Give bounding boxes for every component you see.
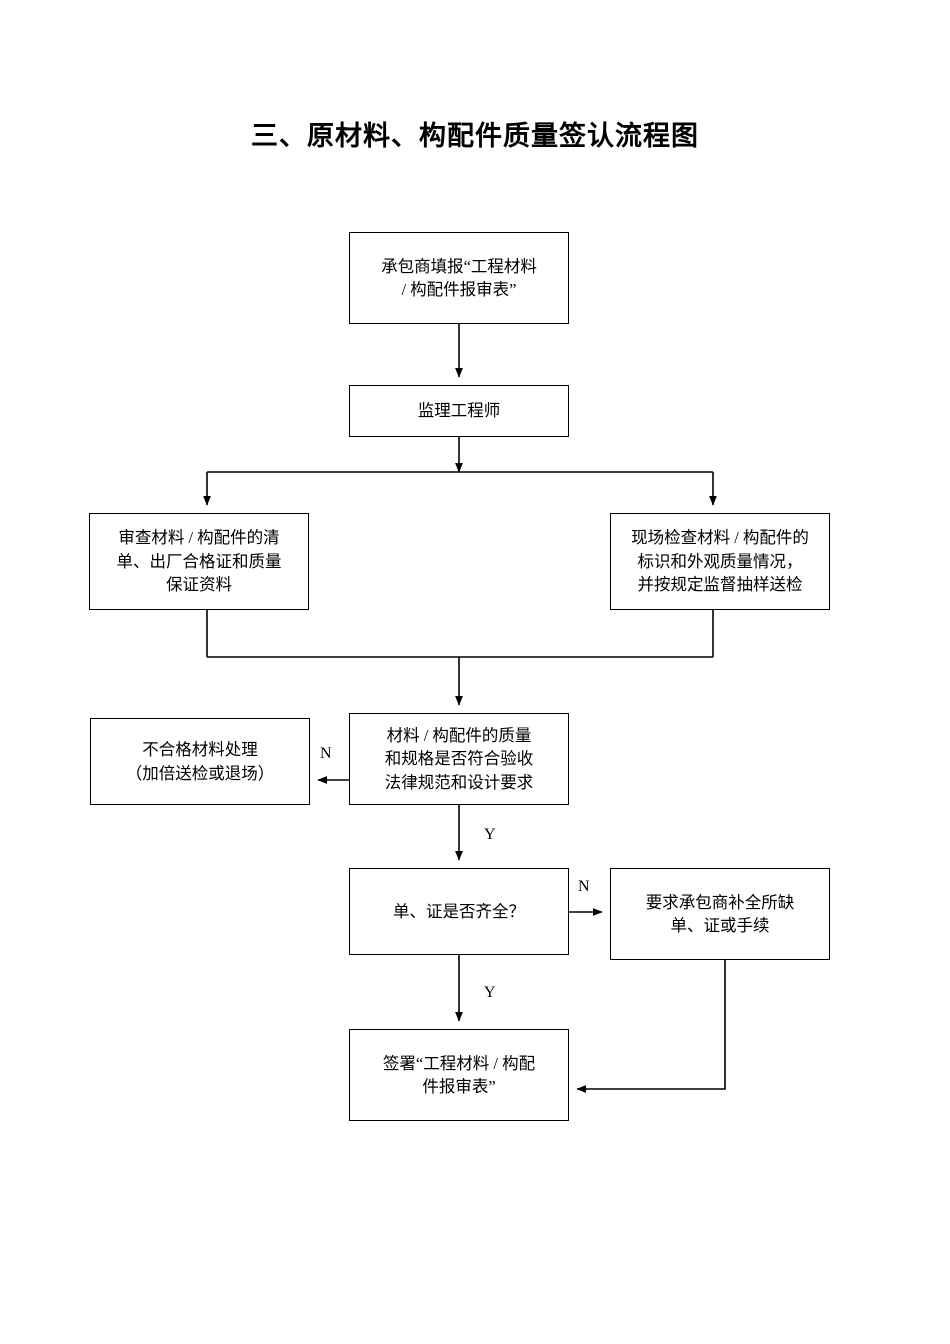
- edge-label-y-to-documents-decision: Y: [484, 826, 496, 843]
- connector-n8-n9: [576, 960, 726, 1093]
- node-text: 承包商填报“工程材料 / 构配件报审表”: [381, 256, 537, 299]
- node-text: 材料 / 构配件的质量 和规格是否符合验收 法律规范和设计要求: [384, 725, 534, 792]
- page-title: 三、原材料、构配件质量签认流程图: [251, 121, 699, 151]
- node-documents-complete-decision[interactable]: 单、证是否齐全？: [349, 868, 569, 955]
- node-text: 监理工程师: [417, 401, 501, 421]
- node-sign-form[interactable]: 签署“工程材料 / 构配 件报审表”: [349, 1029, 569, 1121]
- node-text: 要求承包商补全所缺 单、证或手续: [645, 892, 795, 935]
- node-text: 单、证是否齐全？: [393, 901, 525, 921]
- node-nonconforming-handling[interactable]: 不合格材料处理 （加倍送检或退场）: [90, 718, 310, 805]
- node-review-documents[interactable]: 审查材料 / 构配件的清 单、出厂合格证和质量 保证资料: [89, 513, 309, 610]
- edge-label-y-to-sign-form: Y: [484, 984, 496, 1001]
- node-supervision-engineer[interactable]: 监理工程师: [349, 385, 569, 437]
- node-contractor-submit[interactable]: 承包商填报“工程材料 / 构配件报审表”: [349, 232, 569, 324]
- node-text: 审查材料 / 构配件的清 单、出厂合格证和质量 保证资料: [116, 528, 282, 595]
- node-quality-decision[interactable]: 材料 / 构配件的质量 和规格是否符合验收 法律规范和设计要求: [349, 713, 569, 805]
- edge-label-n-to-nonconforming: N: [320, 745, 332, 762]
- node-text: 不合格材料处理 （加倍送检或退场）: [125, 740, 275, 783]
- node-text: 签署“工程材料 / 构配 件报审表”: [382, 1053, 536, 1096]
- node-request-missing-documents[interactable]: 要求承包商补全所缺 单、证或手续: [610, 868, 830, 960]
- edge-label-n-to-request-documents: N: [578, 878, 590, 895]
- node-text: 现场检查材料 / 构配件的 标识和外观质量情况， 并按规定监督抽样送检: [631, 528, 809, 595]
- node-site-inspection[interactable]: 现场检查材料 / 构配件的 标识和外观质量情况， 并按规定监督抽样送检: [610, 513, 830, 610]
